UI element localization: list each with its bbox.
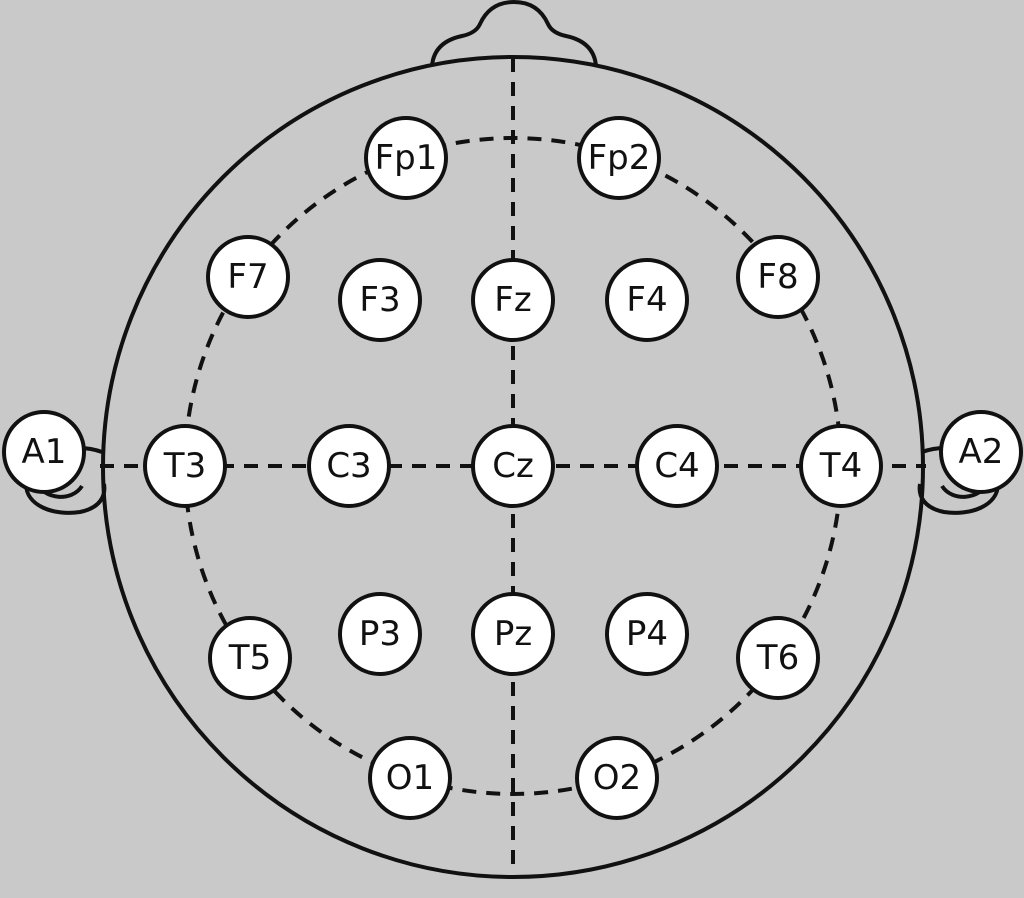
- electrode-fz: Fz: [471, 258, 555, 342]
- electrode-label: A2: [959, 432, 1004, 472]
- electrode-circle: [736, 235, 820, 319]
- electrode-circle: [577, 116, 661, 200]
- electrode-label: T3: [163, 446, 206, 486]
- electrode-circle: [635, 424, 719, 508]
- electrode-label: T5: [228, 638, 271, 678]
- electrode-circle: [471, 258, 555, 342]
- electrode-circle: [206, 235, 290, 319]
- electrode-f7: F7: [206, 235, 290, 319]
- electrode-label: T6: [756, 638, 799, 678]
- electrode-circle: [939, 410, 1023, 494]
- electrode-label: F7: [227, 257, 268, 297]
- electrode-label: O2: [593, 758, 641, 798]
- electrode-label: F8: [757, 257, 798, 297]
- electrode-label: A1: [22, 432, 67, 472]
- electrode-label: C4: [654, 446, 699, 486]
- electrode-p3: P3: [338, 592, 422, 676]
- electrode-label: P4: [626, 614, 668, 654]
- nose-outline: [430, 0, 598, 67]
- electrode-o2: O2: [575, 736, 659, 820]
- electrode-f4: F4: [605, 258, 689, 342]
- electrode-circle: [143, 424, 227, 508]
- electrode-circle: [471, 424, 555, 508]
- electrode-circle: [605, 592, 689, 676]
- electrode-circle: [605, 258, 689, 342]
- electrode-label: Pz: [494, 614, 532, 654]
- electrode-fp1: Fp1: [364, 116, 448, 200]
- electrode-f8: F8: [736, 235, 820, 319]
- electrode-label: C3: [326, 446, 371, 486]
- electrode-label: P3: [359, 614, 401, 654]
- electrode-t3: T3: [143, 424, 227, 508]
- electrode-label: Fz: [494, 280, 531, 320]
- electrode-label: T4: [819, 446, 862, 486]
- electrode-circle: [736, 616, 820, 700]
- electrode-label: Cz: [492, 446, 534, 486]
- electrode-circle: [338, 258, 422, 342]
- electrode-circle: [368, 736, 452, 820]
- electrode-t5: T5: [208, 616, 292, 700]
- electrode-circle: [338, 592, 422, 676]
- electrode-circle: [307, 424, 391, 508]
- electrode-circle: [799, 424, 883, 508]
- electrode-label: F4: [626, 280, 667, 320]
- electrode-c4: C4: [635, 424, 719, 508]
- electrode-fp2: Fp2: [577, 116, 661, 200]
- electrode-circle: [364, 116, 448, 200]
- electrode-pz: Pz: [471, 592, 555, 676]
- electrode-cz: Cz: [471, 424, 555, 508]
- electrode-label: Fp2: [588, 138, 651, 178]
- electrode-a1: A1: [2, 410, 86, 494]
- electrode-circle: [2, 410, 86, 494]
- electrode-label: F3: [359, 280, 400, 320]
- electrode-label: Fp1: [375, 138, 438, 178]
- electrode-c3: C3: [307, 424, 391, 508]
- electrode-circle: [208, 616, 292, 700]
- electrode-label: O1: [386, 758, 434, 798]
- electrode-a2: A2: [939, 410, 1023, 494]
- electrode-circle: [575, 736, 659, 820]
- electrode-f3: F3: [338, 258, 422, 342]
- electrode-circle: [471, 592, 555, 676]
- electrode-p4: P4: [605, 592, 689, 676]
- electrode-o1: O1: [368, 736, 452, 820]
- electrode-t6: T6: [736, 616, 820, 700]
- electrode-t4: T4: [799, 424, 883, 508]
